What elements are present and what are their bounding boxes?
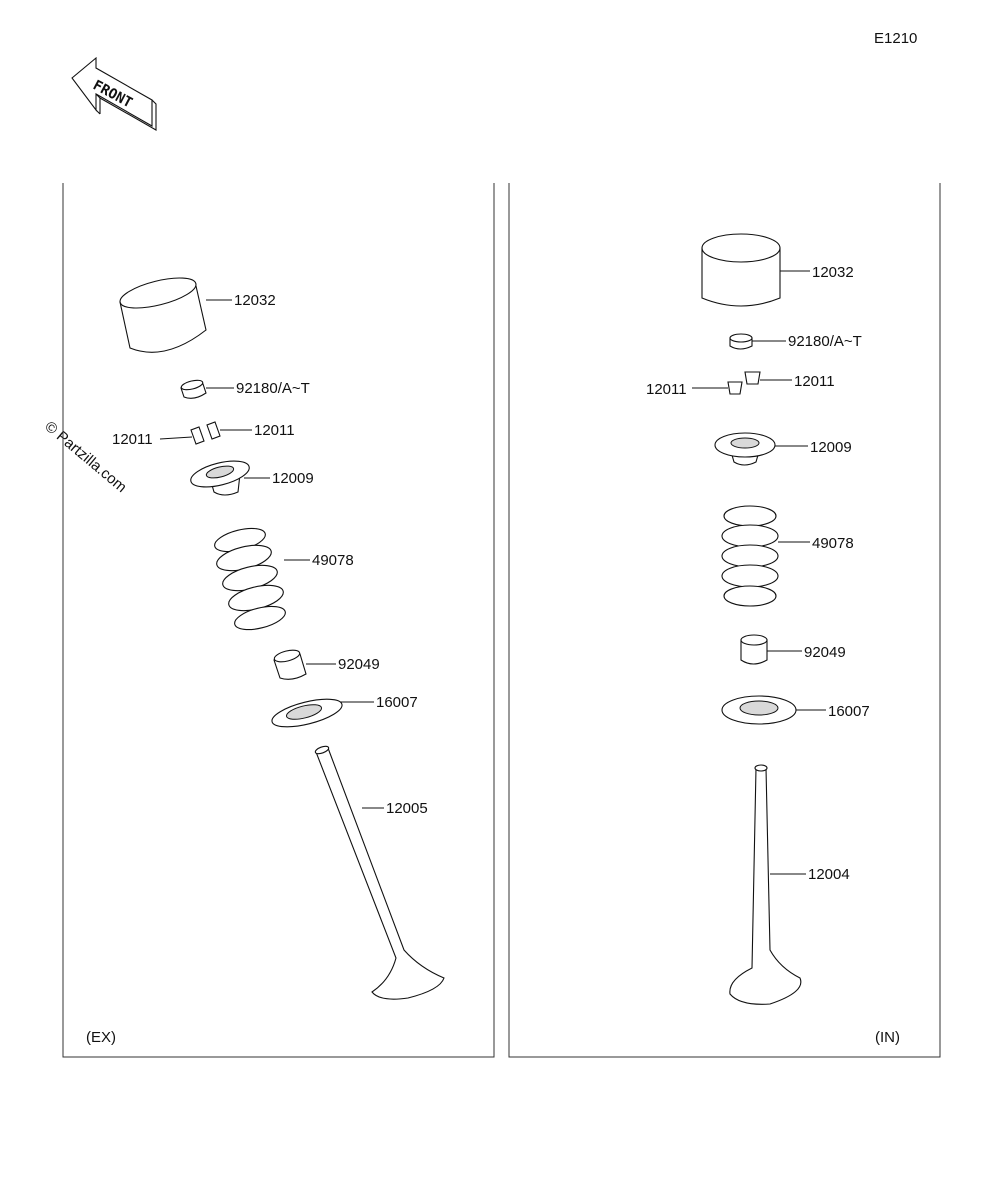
- in-keepers: 12011 12011: [646, 371, 835, 398]
- left-panel-frame: [62, 183, 495, 1058]
- in-label-keeper-left: 12011: [646, 381, 687, 398]
- watermark: © Partzilla.com: [41, 418, 129, 496]
- ex-label-spring-seat: 16007: [376, 694, 418, 711]
- ex-label-spring: 49078: [312, 552, 354, 569]
- in-label-keeper-right: 12011: [794, 373, 835, 390]
- in-label-bucket: 12032: [812, 264, 854, 281]
- in-spring-retainer: 12009: [714, 432, 852, 466]
- in-label-retainer: 12009: [810, 439, 852, 456]
- ex-exhaust-valve: 12005: [314, 745, 445, 1000]
- ex-label-bucket: 12032: [234, 292, 276, 309]
- in-shim: 92180/A~T: [729, 333, 862, 350]
- ex-keepers: 12011 12011: [112, 421, 295, 448]
- left-panel: 12032 92180/A~T 12011 12011 12009: [86, 277, 445, 1046]
- ex-shim: 92180/A~T: [180, 379, 310, 399]
- ex-label-seal: 92049: [338, 656, 380, 673]
- ex-spring-seat: 16007: [271, 694, 418, 728]
- in-label-seal: 92049: [804, 644, 846, 661]
- ex-label-keeper-right: 12011: [254, 422, 295, 439]
- left-panel-caption: (EX): [86, 1029, 116, 1046]
- in-label-spring: 49078: [812, 535, 854, 552]
- front-arrow-icon: FRONT: [71, 56, 157, 131]
- in-valve-spring: 49078: [721, 505, 854, 607]
- ex-spring-retainer: 12009: [190, 460, 314, 496]
- right-panel: 12032 92180/A~T 12011 12011 12009: [646, 233, 900, 1046]
- ex-valve-spring: 49078: [214, 527, 354, 631]
- in-valve-bucket: 12032: [701, 233, 854, 307]
- diagram-code: E1210: [874, 30, 917, 47]
- ex-label-keeper-left: 12011: [112, 431, 153, 448]
- in-label-spring-seat: 16007: [828, 703, 870, 720]
- in-label-valve: 12004: [808, 866, 850, 883]
- ex-label-shim: 92180/A~T: [236, 380, 310, 397]
- in-stem-seal: 92049: [740, 634, 846, 665]
- ex-label-valve: 12005: [386, 800, 428, 817]
- in-intake-valve: 12004: [729, 764, 850, 1005]
- ex-valve-bucket: 12032: [119, 277, 276, 353]
- ex-stem-seal: 92049: [273, 649, 380, 680]
- right-panel-frame: [508, 183, 941, 1058]
- ex-label-retainer: 12009: [272, 470, 314, 487]
- in-spring-seat: 16007: [721, 695, 870, 725]
- in-label-shim: 92180/A~T: [788, 333, 862, 350]
- right-panel-caption: (IN): [875, 1029, 900, 1046]
